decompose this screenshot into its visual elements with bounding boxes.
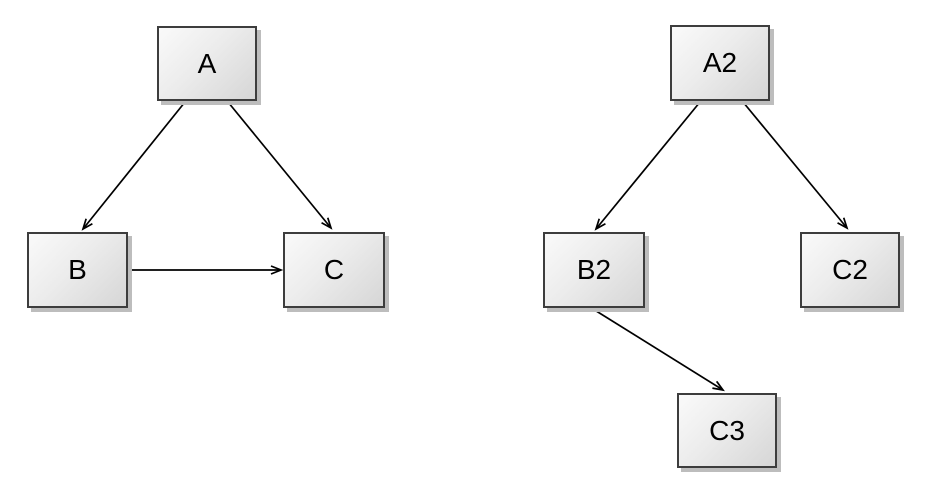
node-a-label: A	[197, 47, 217, 79]
node-c3[interactable]: C3	[677, 393, 777, 468]
node-c[interactable]: C	[283, 232, 385, 308]
node-a[interactable]: A	[157, 26, 257, 101]
node-a2[interactable]: A2	[670, 25, 770, 101]
edge-a2-c2[interactable]	[742, 101, 849, 230]
node-b2-label: B2	[576, 254, 612, 285]
edge-a-b[interactable]	[81, 101, 186, 231]
node-c3-label: C3	[709, 414, 745, 446]
node-b2[interactable]: B2	[543, 232, 645, 308]
node-a2-label: A2	[702, 47, 738, 78]
node-c-label: C	[323, 254, 345, 285]
edge-b2-c3[interactable]	[592, 308, 725, 392]
node-b[interactable]: B	[27, 232, 128, 308]
edge-a-c[interactable]	[227, 101, 333, 230]
node-c2-label: C2	[832, 254, 868, 285]
edge-a2-b2[interactable]	[594, 101, 701, 231]
node-c2[interactable]: C2	[800, 232, 900, 308]
node-b-label: B	[68, 254, 87, 285]
